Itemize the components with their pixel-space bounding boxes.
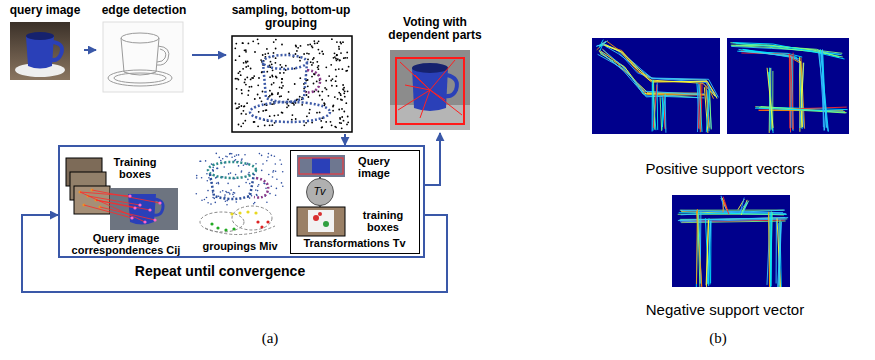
sub-panel: Query image training boxesTransformations…	[290, 150, 420, 254]
support-vector-strokes	[596, 40, 718, 133]
sub-panel: Training boxesQuery image correspondence…	[62, 148, 190, 256]
node-label: Repeat until convergence	[105, 264, 335, 280]
flow-arrow	[344, 134, 346, 145]
image-panel: edge detection	[96, 2, 192, 94]
panel-tag: (a)	[245, 330, 295, 347]
flow-arrow	[192, 54, 226, 56]
groupings-picture	[196, 153, 284, 235]
image-panel: Voting with dependent parts	[380, 16, 490, 133]
support-vector-strokes	[730, 43, 847, 134]
node-label: edge detection	[96, 4, 192, 17]
flow-arrow	[425, 133, 440, 185]
transformation-picture	[297, 155, 345, 236]
transform-circle: Tv	[306, 178, 334, 206]
sampling-image	[232, 36, 352, 132]
support-vector-strokes	[678, 196, 789, 287]
node-label: Query image correspondences Cij	[62, 232, 190, 257]
node-label: Query image	[349, 155, 399, 180]
sample-dots	[196, 153, 284, 206]
node-label: query image	[6, 4, 84, 17]
sub-panel: groupings Miv	[192, 150, 288, 255]
node-label: sampling, bottom-up grouping	[228, 4, 354, 31]
node-label: Training boxes	[104, 156, 166, 181]
image-caption: Negative support vector	[600, 301, 850, 318]
query-photo	[10, 22, 70, 80]
voting-photo	[390, 50, 470, 130]
circle-label: Tv	[307, 185, 333, 197]
edge-image	[103, 22, 183, 92]
support-vector-images	[592, 38, 849, 289]
image-panel: query image	[6, 2, 84, 82]
sample-dots	[234, 38, 349, 129]
flow-arrow	[84, 49, 96, 51]
image-panel: sampling, bottom-up grouping	[226, 2, 356, 134]
node-label: groupings Miv	[192, 240, 288, 252]
node-label: Voting with dependent parts	[380, 16, 490, 43]
node-label: training boxes	[349, 209, 417, 234]
panel-tag: (b)	[693, 330, 743, 347]
image-caption: Positive support vectors	[600, 160, 850, 177]
node-label: Transformations Tv	[291, 237, 418, 249]
loop-box: Repeat until convergenceTraining boxesQu…	[58, 145, 425, 258]
